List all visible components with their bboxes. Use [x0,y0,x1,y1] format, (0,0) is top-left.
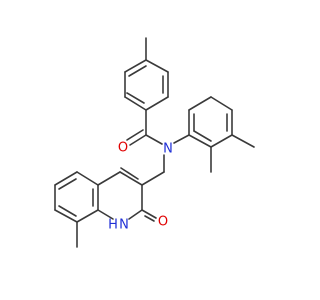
bond [145,134,163,145]
bond [54,209,78,223]
bond [145,96,169,111]
bond [120,167,139,180]
bond [124,96,147,111]
bond [141,209,157,219]
bond [129,134,147,146]
bond-lines [54,37,255,248]
atom-label-nitrogen-ring: N [119,218,129,233]
bond [210,134,233,148]
bond [124,59,147,73]
atom-label-hydrogen: H [108,218,118,233]
bond [76,171,99,186]
bond [58,178,77,190]
bond [193,130,212,142]
bond [97,209,114,220]
bond [128,65,147,77]
bond [54,171,78,186]
chemical-structure-diagram: N O O H N [54,37,255,248]
bond [126,92,145,104]
bond [231,134,255,148]
bond [141,171,165,186]
bond [128,209,143,220]
atom-labels: N O O H N [108,141,173,233]
atom-label-nitrogen-amide: N [163,142,173,157]
atom-label-oxygen-ketone: O [158,215,168,230]
bond [119,171,143,186]
bond [145,59,169,73]
bond [210,96,233,111]
bond [188,96,212,111]
bond [173,134,190,144]
bond [97,171,121,186]
bond [76,209,99,223]
bond [58,205,77,217]
bond [144,215,155,222]
atom-label-oxygen-carbonyl: O [118,141,128,156]
bond [188,134,212,148]
bond [126,129,144,141]
